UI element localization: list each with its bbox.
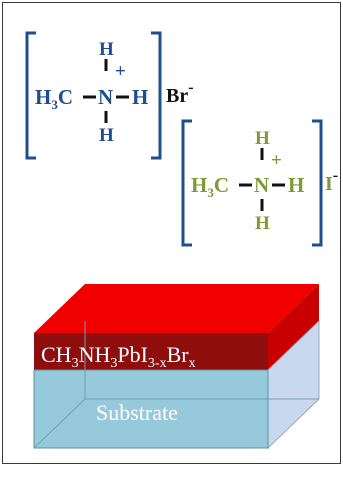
methyl-h-i: H [191,173,207,197]
methylammonium-iodide-structure: H + H3C N H H I- [181,119,338,247]
film-formula-label: CH3NH3PbI3-xBrx [41,342,196,371]
film-label-sub-3: 3-x [148,356,167,371]
nitrogen-br: N [98,85,113,109]
right-bracket-i [312,119,323,247]
diagram-canvas: H + H3C N H H Br- H + H3C N H H I- [25,31,338,450]
device-stack: CH3NH3PbI3-xBrx Substrate [33,284,320,450]
substrate-hidden-edge-3 [33,398,86,449]
film-label-sub-4: x [189,356,196,371]
right-bracket-br [151,31,162,160]
film-label-nh: NH [79,342,111,367]
substrate-front-face [33,369,269,449]
methylammonium-bromide-structure: H + H3C N H H Br- [25,31,194,160]
substrate-label: Substrate [96,400,178,425]
iodide-charge: - [333,167,338,184]
film-label-pbi: PbI [117,342,148,367]
hydrogen-bottom-i: H [255,213,270,234]
iodide-symbol: I [325,173,333,195]
methyl-group-br: H3C [35,85,73,112]
figure-frame: H + H3C N H H Br- H + H3C N H H I- [2,2,341,464]
methyl-group-i: H3C [191,173,229,200]
hydrogen-right-br: H [132,85,148,109]
film-label-sub-2: 3 [110,356,117,371]
film-front-face [34,333,268,370]
hydrogen-top-br: H [99,39,114,60]
bromide-counter-ion: Br- [166,79,194,107]
plus-charge-i: + [271,150,282,171]
iodide-counter-ion: I- [325,167,338,195]
methyl-h-br: H [35,85,51,109]
film-label-br: Br [167,342,190,367]
bromide-charge: - [188,79,193,96]
nitrogen-i: N [254,173,269,197]
left-bracket-i [181,119,192,247]
hydrogen-right-i: H [288,173,304,197]
bromide-symbol: Br [166,85,188,107]
film-label-ch: CH [41,342,72,367]
plus-charge-br: + [115,61,126,82]
film-label-sub-1: 3 [72,356,79,371]
methyl-sub-br: 3 [51,97,58,112]
hydrogen-bottom-br: H [99,125,114,146]
film-top-face [34,284,319,333]
film-side-face [268,284,319,370]
left-bracket-br [25,31,36,160]
methyl-c-br: C [58,85,73,109]
methyl-sub-i: 3 [207,185,214,200]
hydrogen-top-i: H [255,128,270,149]
methyl-c-i: C [214,173,229,197]
